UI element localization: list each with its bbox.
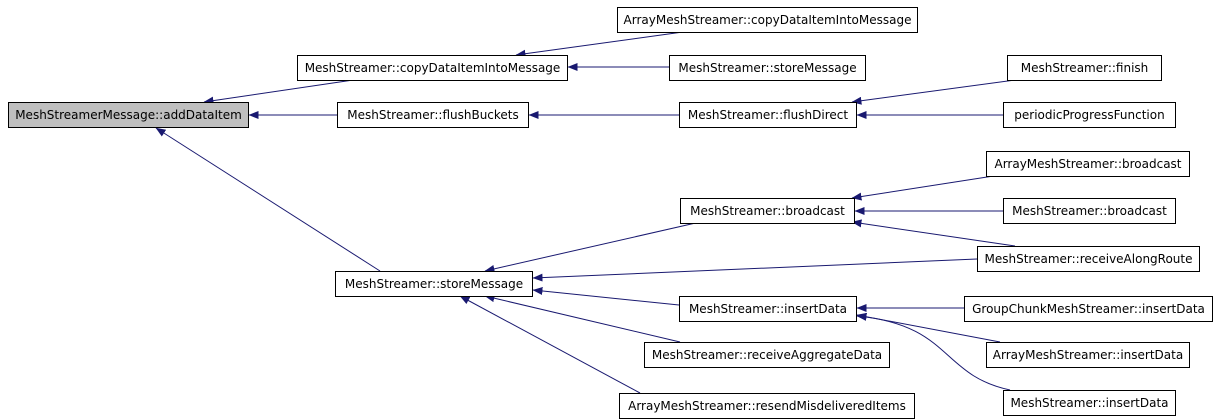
node-box[interactable] (986, 151, 1190, 177)
node-label: MeshStreamer::copyDataItemIntoMessage (305, 61, 561, 75)
graph-node[interactable]: ArrayMeshStreamer::resendMisdeliveredIte… (619, 393, 915, 419)
node-label: MeshStreamer::broadcast (690, 204, 845, 218)
graph-node[interactable]: ArrayMeshStreamer::broadcast (986, 151, 1190, 177)
node-label: ArrayMeshStreamer::insertData (993, 348, 1183, 362)
node-box[interactable] (617, 7, 918, 33)
node-label: MeshStreamer::insertData (689, 302, 847, 316)
node-box[interactable] (1003, 390, 1176, 416)
graph-node[interactable]: MeshStreamer::finish (1007, 55, 1162, 81)
node-box[interactable] (679, 296, 857, 322)
node-label: MeshStreamerMessage::addDataItem (15, 108, 242, 122)
root-node[interactable]: MeshStreamerMessage::addDataItem (8, 102, 249, 128)
node-label: MeshStreamer::broadcast (1012, 204, 1167, 218)
graph-node[interactable]: MeshStreamer::insertData (1003, 390, 1176, 416)
edge-n17-to-n8 (484, 294, 681, 343)
node-label: MeshStreamer::flushDirect (688, 108, 848, 122)
node-box[interactable] (680, 198, 855, 224)
edge-n16-to-n13 (856, 312, 1011, 391)
graph-node[interactable]: ArrayMeshStreamer::copyDataItemIntoMessa… (617, 7, 918, 33)
node-label: MeshStreamer::storeMessage (345, 277, 523, 291)
node-box[interactable] (977, 246, 1200, 272)
graph-node[interactable]: MeshStreamer::flushDirect (679, 102, 857, 128)
graph-node[interactable]: MeshStreamer::receiveAggregateData (644, 342, 890, 368)
node-label: ArrayMeshStreamer::broadcast (994, 157, 1181, 171)
edge-n10-to-n9 (851, 174, 1001, 201)
node-box[interactable] (669, 55, 866, 81)
graph-node[interactable]: periodicProgressFunction (1003, 102, 1176, 128)
node-box[interactable] (1003, 102, 1176, 128)
node-box[interactable] (337, 102, 529, 128)
edge-n12-to-n8 (532, 258, 978, 282)
nodes-layer: MeshStreamerMessage::addDataItemMeshStre… (8, 7, 1213, 419)
edge-n13-to-n8 (532, 286, 680, 306)
node-box[interactable] (297, 55, 568, 81)
edges-layer (155, 30, 1031, 394)
node-box[interactable] (8, 102, 249, 128)
node-box[interactable] (1003, 198, 1176, 224)
graph-node[interactable]: MeshStreamer::copyDataItemIntoMessage (297, 55, 568, 81)
node-label: MeshStreamer::receiveAlongRoute (985, 252, 1193, 266)
node-box[interactable] (964, 296, 1213, 322)
graph-node[interactable]: ArrayMeshStreamer::insertData (986, 342, 1190, 368)
edge-n18-to-n8 (459, 295, 641, 394)
graph-node[interactable]: MeshStreamer::broadcast (1003, 198, 1176, 224)
node-label: MeshStreamer::flushBuckets (347, 108, 519, 122)
node-label: MeshStreamer::receiveAggregateData (652, 348, 882, 362)
edge-n8-to-n0 (155, 127, 381, 272)
node-box[interactable] (1007, 55, 1162, 81)
node-label: ArrayMeshStreamer::resendMisdeliveredIte… (628, 399, 906, 413)
edge-n1-to-n0 (203, 78, 361, 105)
node-box[interactable] (679, 102, 857, 128)
graph-node[interactable]: MeshStreamer::storeMessage (335, 271, 533, 297)
graph-node[interactable]: MeshStreamer::flushBuckets (337, 102, 529, 128)
graph-node[interactable]: MeshStreamer::broadcast (680, 198, 855, 224)
node-box[interactable] (644, 342, 890, 368)
node-label: ArrayMeshStreamer::copyDataItemIntoMessa… (624, 13, 912, 27)
node-box[interactable] (335, 271, 533, 297)
node-box[interactable] (619, 393, 915, 419)
edge-n6-to-n5 (851, 77, 1031, 105)
graph-node[interactable]: MeshStreamer::insertData (679, 296, 857, 322)
node-label: GroupChunkMeshStreamer::insertData (972, 302, 1205, 316)
edge-n9-to-n8 (484, 221, 701, 273)
edge-n12-to-n9 (851, 219, 1016, 247)
node-box[interactable] (986, 342, 1190, 368)
edge-n2-to-n1 (515, 30, 691, 58)
graph-node[interactable]: GroupChunkMeshStreamer::insertData (964, 296, 1213, 322)
node-label: periodicProgressFunction (1014, 108, 1164, 122)
graph-node[interactable]: MeshStreamer::storeMessage (669, 55, 866, 81)
node-label: MeshStreamer::finish (1021, 61, 1149, 75)
node-label: MeshStreamer::insertData (1010, 396, 1168, 410)
node-label: MeshStreamer::storeMessage (678, 61, 856, 75)
graph-node[interactable]: MeshStreamer::receiveAlongRoute (977, 246, 1200, 272)
